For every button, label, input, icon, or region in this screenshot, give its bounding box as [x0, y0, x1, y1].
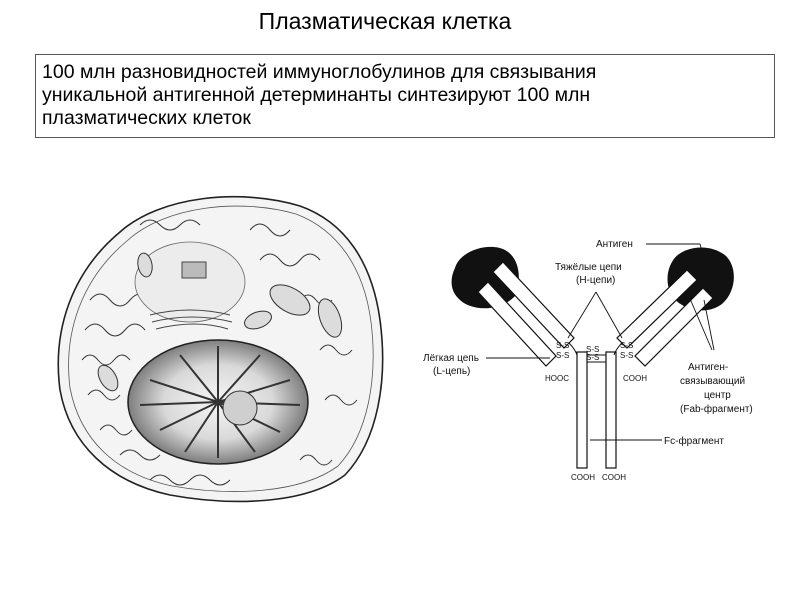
terminal-label: COOH	[602, 473, 626, 482]
disulfide-bond: S-S	[586, 345, 599, 354]
golgi-region	[134, 241, 246, 323]
right-heavy-chain	[616, 269, 698, 349]
hinge	[568, 342, 623, 363]
description-line: 100 млн разновидностей иммуноглобулинов …	[42, 61, 597, 83]
terminal-label: COOH	[623, 374, 647, 383]
label-binding-center: центр	[704, 390, 731, 401]
disulfide-bond: S-S	[620, 351, 633, 360]
label-fab-fragment: (Fab-фрагмент)	[680, 403, 753, 415]
label-binding-center: связывающий	[680, 376, 745, 387]
left-light-chain	[477, 281, 557, 367]
slide-title: Плазматическая клетка	[258, 8, 512, 34]
label-heavy-chains: Тяжёлые цепи	[555, 262, 622, 273]
centriole	[181, 261, 207, 279]
label-antigen: Антиген	[596, 239, 633, 250]
disulfide-bond: S-S	[620, 341, 633, 350]
nucleolus	[222, 390, 258, 426]
description-line: уникальной антигенной детерминанты синте…	[42, 84, 591, 106]
label-light-chain-sub: (L-цепь)	[433, 366, 470, 377]
label-fc-fragment: Fc-фрагмент	[664, 435, 724, 447]
disulfide-bond: S-S	[556, 341, 569, 350]
mitochondria	[97, 252, 343, 392]
golgi-stacks	[149, 309, 233, 330]
antigen-right	[667, 247, 734, 311]
terminal-label: HOOC	[545, 374, 569, 383]
label-heavy-chains-sub: (Н-цепи)	[576, 275, 615, 286]
disulfide-bond: S-S	[586, 353, 599, 362]
label-binding-center: Антиген-	[688, 362, 728, 373]
description-box: 100 млн разновидностей иммуноглобулинов …	[35, 54, 775, 138]
left-heavy-chain	[492, 261, 575, 349]
fc-stem	[576, 351, 617, 469]
terminal-label: COOH	[571, 473, 595, 482]
description-line: плазматических клеток	[42, 107, 251, 129]
leader-lines	[486, 243, 715, 441]
label-light-chain: Лёгкая цепь	[423, 353, 479, 364]
disulfide-bond: S-S	[556, 351, 569, 360]
